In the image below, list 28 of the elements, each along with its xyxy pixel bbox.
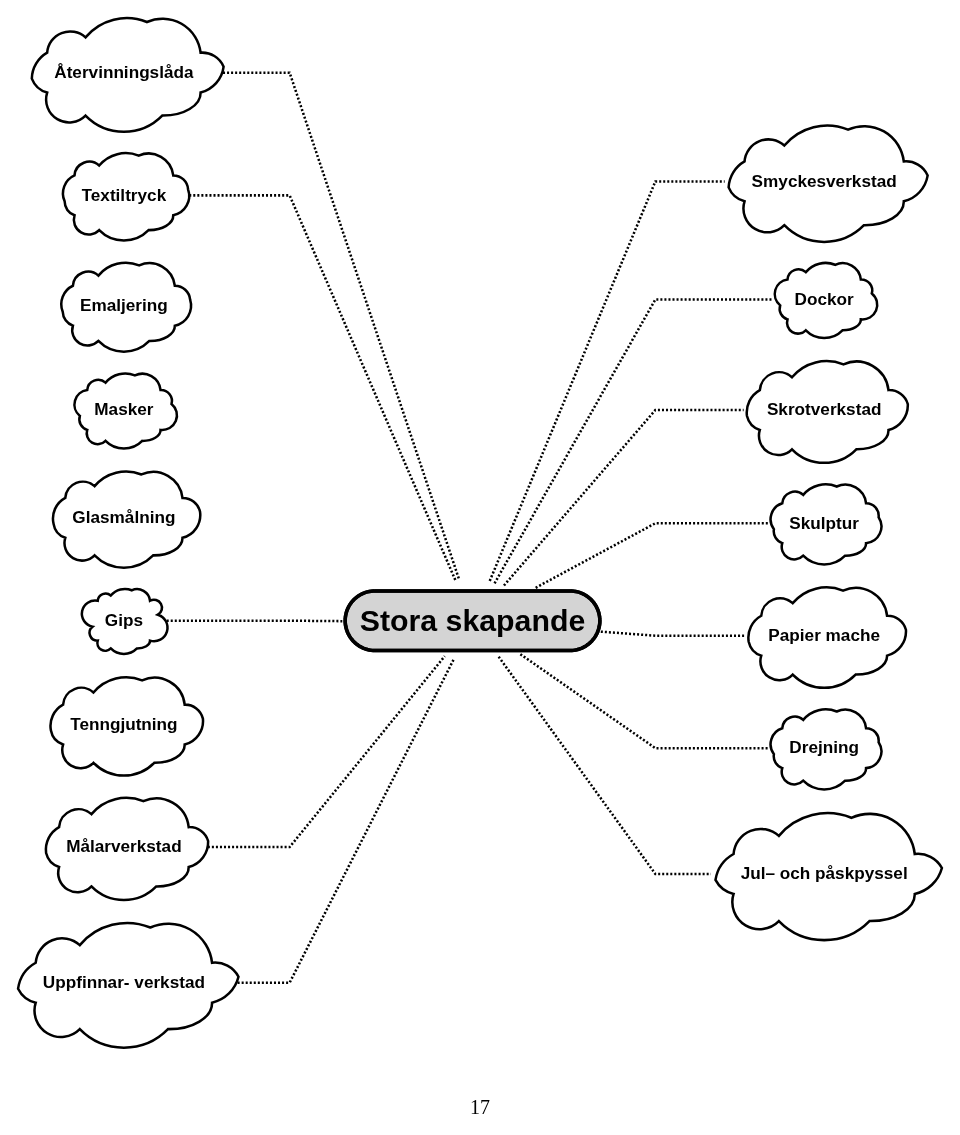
thought-cloud: Tenngjutning [49, 675, 205, 777]
thought-cloud: Smyckesverkstad [727, 124, 929, 244]
thought-cloud: Glasmålning [51, 470, 202, 569]
dotted-connector [519, 653, 769, 750]
dotted-connector [166, 619, 343, 623]
dotted-connector [223, 71, 461, 580]
thought-cloud: Masker [73, 372, 179, 450]
dotted-connector [535, 521, 769, 589]
thought-cloud: Skrotverkstad [745, 359, 910, 464]
thought-cloud: Textiltryck [61, 151, 191, 242]
thought-cloud: Jul– och påskpyssel [714, 811, 944, 942]
topic-oval: Stora skapande [343, 589, 602, 653]
dotted-connector [600, 630, 746, 637]
thought-cloud: Återvinningslåda [30, 16, 225, 133]
thought-cloud: Dockor [773, 261, 879, 340]
thought-cloud: Uppfinnar- verkstad [16, 921, 240, 1049]
thought-cloud: Drejning [769, 708, 883, 791]
thought-cloud: Målarverkstad [44, 796, 210, 902]
thought-cloud: Skulptur [769, 483, 883, 566]
page-number: 17 [470, 1096, 490, 1119]
dotted-connector [493, 298, 773, 584]
dotted-connector [503, 408, 744, 587]
dotted-connector [497, 655, 711, 876]
thought-cloud: Gips [80, 587, 169, 656]
dotted-connector [237, 658, 456, 984]
thought-cloud: Emaljering [60, 261, 193, 353]
dotted-connector [488, 180, 725, 582]
thought-cloud: Papier mache [747, 586, 908, 689]
